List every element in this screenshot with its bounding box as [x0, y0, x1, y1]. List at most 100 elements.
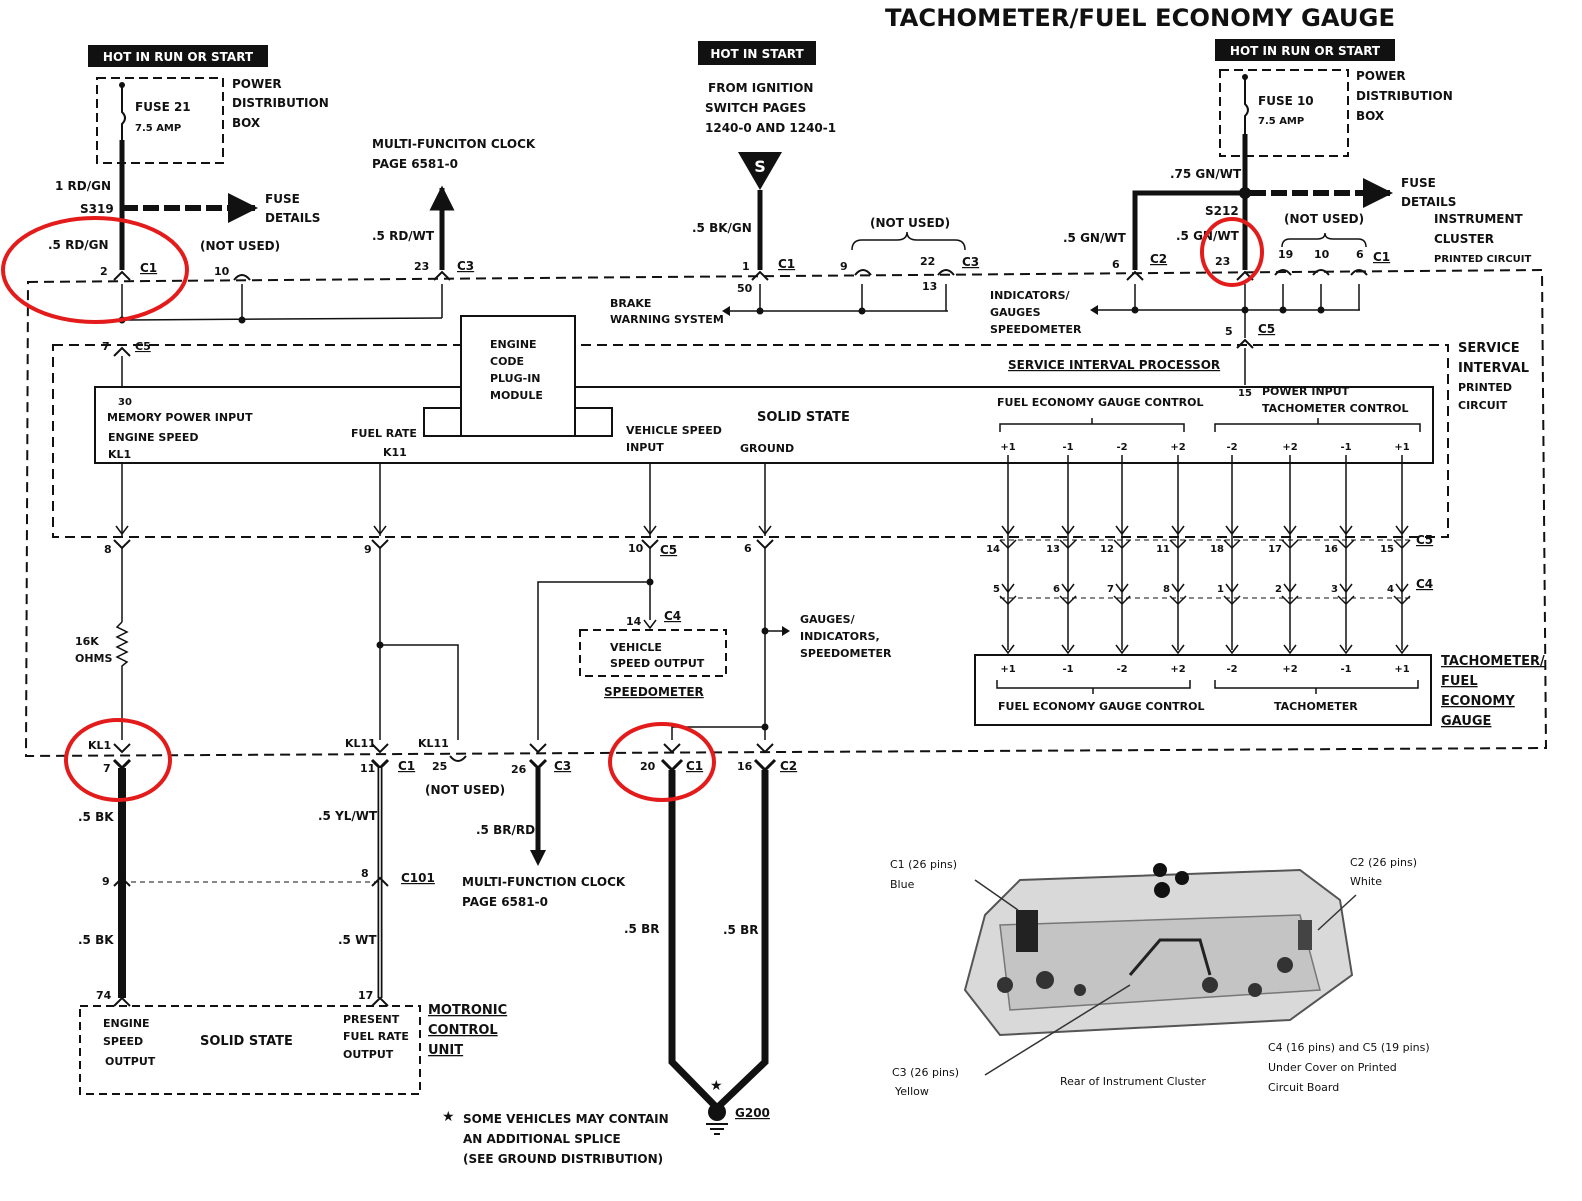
svg-text:ENGINE: ENGINE — [490, 338, 537, 351]
svg-text:MODULE: MODULE — [490, 389, 543, 402]
svg-text:6: 6 — [1112, 258, 1120, 271]
banner-right-text: HOT IN RUN OR START — [1230, 44, 1381, 58]
ignition-line3: 1240-0 AND 1240-1 — [705, 121, 836, 135]
svg-text:SOME VEHICLES MAY CONTAIN: SOME VEHICLES MAY CONTAIN — [463, 1112, 669, 1126]
connector-terminal — [1169, 525, 1187, 655]
not-used-center: (NOT USED) — [870, 216, 950, 230]
vehicle-speed-output-box — [579, 629, 727, 677]
c4-pin: 2 — [1275, 584, 1282, 595]
c4-pin: 4 — [1387, 584, 1394, 595]
brake-line1: BRAKE — [610, 297, 651, 310]
svg-text:9: 9 — [364, 543, 372, 556]
svg-text:★: ★ — [442, 1109, 455, 1125]
svg-text:Circuit Board: Circuit Board — [1268, 1081, 1339, 1094]
fuse-10-amp: 7.5 AMP — [1258, 116, 1304, 127]
svg-text:TACHOMETER: TACHOMETER — [1274, 700, 1358, 713]
svg-text:16K: 16K — [75, 635, 99, 648]
c5-pin: 13 — [1046, 544, 1060, 555]
svg-text:1: 1 — [742, 260, 750, 273]
sip-output-label: -2 — [1226, 442, 1237, 453]
svg-text:50: 50 — [737, 282, 753, 295]
svg-text:C4: C4 — [664, 609, 681, 623]
svg-text:19: 19 — [1278, 248, 1293, 261]
svg-text:FUEL: FUEL — [1441, 674, 1478, 689]
svg-text:ECONOMY: ECONOMY — [1441, 694, 1515, 709]
c5-pin: 11 — [1156, 544, 1170, 555]
svg-text:MEMORY POWER INPUT: MEMORY POWER INPUT — [107, 411, 253, 424]
svg-text:8: 8 — [361, 867, 369, 880]
svg-text:ENGINE: ENGINE — [103, 1017, 150, 1030]
fuse-10-label: FUSE 10 — [1258, 94, 1314, 108]
svg-text:GAUGES: GAUGES — [990, 306, 1041, 319]
svg-text:6: 6 — [744, 542, 752, 555]
svg-text:UNIT: UNIT — [428, 1043, 463, 1058]
svg-text:KL1: KL1 — [88, 739, 111, 752]
svg-text:INDICATORS/: INDICATORS/ — [990, 289, 1071, 302]
gauge-input-label: -1 — [1062, 664, 1073, 675]
connector-terminal — [999, 525, 1017, 655]
svg-text:★: ★ — [710, 1078, 723, 1094]
svg-text:KL1: KL1 — [108, 448, 131, 461]
svg-text:Rear of Instrument Cluster: Rear of Instrument Cluster — [1060, 1075, 1206, 1088]
svg-text:C3: C3 — [457, 259, 474, 273]
svg-text:OUTPUT: OUTPUT — [343, 1048, 394, 1061]
connector-terminal — [1113, 525, 1131, 655]
svg-text:INSTRUMENT: INSTRUMENT — [1434, 212, 1524, 226]
sip-output-label: +2 — [1282, 442, 1297, 453]
banner-hot-run-start-left: HOT IN RUN OR START — [88, 45, 268, 67]
sip-output-label: +1 — [1394, 442, 1409, 453]
svg-text:VEHICLE: VEHICLE — [610, 641, 662, 654]
ignition-line1: FROM IGNITION — [708, 81, 813, 95]
svg-text:PRINTED: PRINTED — [1458, 381, 1512, 394]
c5-pin: 15 — [1380, 544, 1394, 555]
svg-text:C1: C1 — [686, 759, 703, 773]
service-interval-outline — [52, 344, 1449, 538]
svg-text:10: 10 — [1314, 248, 1330, 261]
svg-text:VEHICLE SPEED: VEHICLE SPEED — [626, 424, 722, 437]
banner-hot-run-start-right: HOT IN RUN OR START — [1215, 39, 1395, 61]
svg-text:CIRCUIT: CIRCUIT — [1458, 399, 1508, 412]
fuse-21-label: FUSE 21 — [135, 100, 191, 114]
svg-text:KL11: KL11 — [345, 737, 376, 750]
connector-terminal — [1337, 525, 1355, 655]
wire-5-bkgn: .5 BK/GN — [692, 221, 752, 235]
svg-text:16: 16 — [737, 760, 753, 773]
svg-text:GROUND: GROUND — [740, 442, 794, 455]
svg-text:7: 7 — [103, 762, 111, 775]
speedometer-label: SPEEDOMETER — [604, 685, 704, 699]
svg-text:DISTRIBUTION: DISTRIBUTION — [1356, 89, 1453, 103]
sip-output-label: +2 — [1170, 442, 1185, 453]
annotation-circle-kl1 — [64, 718, 172, 802]
svg-text:MULTI-FUNCTION CLOCK: MULTI-FUNCTION CLOCK — [462, 875, 626, 889]
svg-text:C5: C5 — [660, 543, 677, 557]
svg-text:C3 (26 pins): C3 (26 pins) — [892, 1066, 959, 1079]
svg-text:SPEEDOMETER: SPEEDOMETER — [800, 647, 892, 660]
svg-text:ENGINE SPEED: ENGINE SPEED — [108, 431, 199, 444]
wire-gnwt-left: .5 GN/WT — [1063, 231, 1127, 245]
sip-output-label: +1 — [1000, 442, 1015, 453]
svg-text:9: 9 — [840, 260, 848, 273]
svg-text:2: 2 — [100, 265, 108, 278]
svg-text:AN ADDITIONAL SPLICE: AN ADDITIONAL SPLICE — [463, 1132, 621, 1146]
svg-text:BOX: BOX — [1356, 109, 1385, 123]
svg-text:PLUG-IN: PLUG-IN — [490, 372, 541, 385]
svg-text:C2 (26 pins): C2 (26 pins) — [1350, 856, 1417, 869]
svg-text:SPEED: SPEED — [103, 1035, 143, 1048]
brake-line2: WARNING SYSTEM — [610, 313, 724, 326]
gauge-input-label: -2 — [1116, 664, 1127, 675]
svg-text:.5 BK: .5 BK — [78, 933, 114, 947]
tachometer-fuel-economy-box — [974, 654, 1432, 726]
svg-text:25: 25 — [432, 760, 447, 773]
pdb-right-box — [1219, 69, 1349, 157]
gauge-input-label: -2 — [1226, 664, 1237, 675]
diagram-title: TACHOMETER/FUEL ECONOMY GAUGE — [885, 4, 1395, 32]
svg-text:C1: C1 — [398, 759, 415, 773]
svg-text:INPUT: INPUT — [626, 441, 664, 454]
s-marker: S — [754, 157, 766, 176]
svg-text:GAUGES/: GAUGES/ — [800, 613, 856, 626]
banner-left-text: HOT IN RUN OR START — [103, 50, 254, 64]
svg-text:FUEL RATE: FUEL RATE — [343, 1030, 409, 1043]
svg-text:K11: K11 — [383, 446, 407, 459]
